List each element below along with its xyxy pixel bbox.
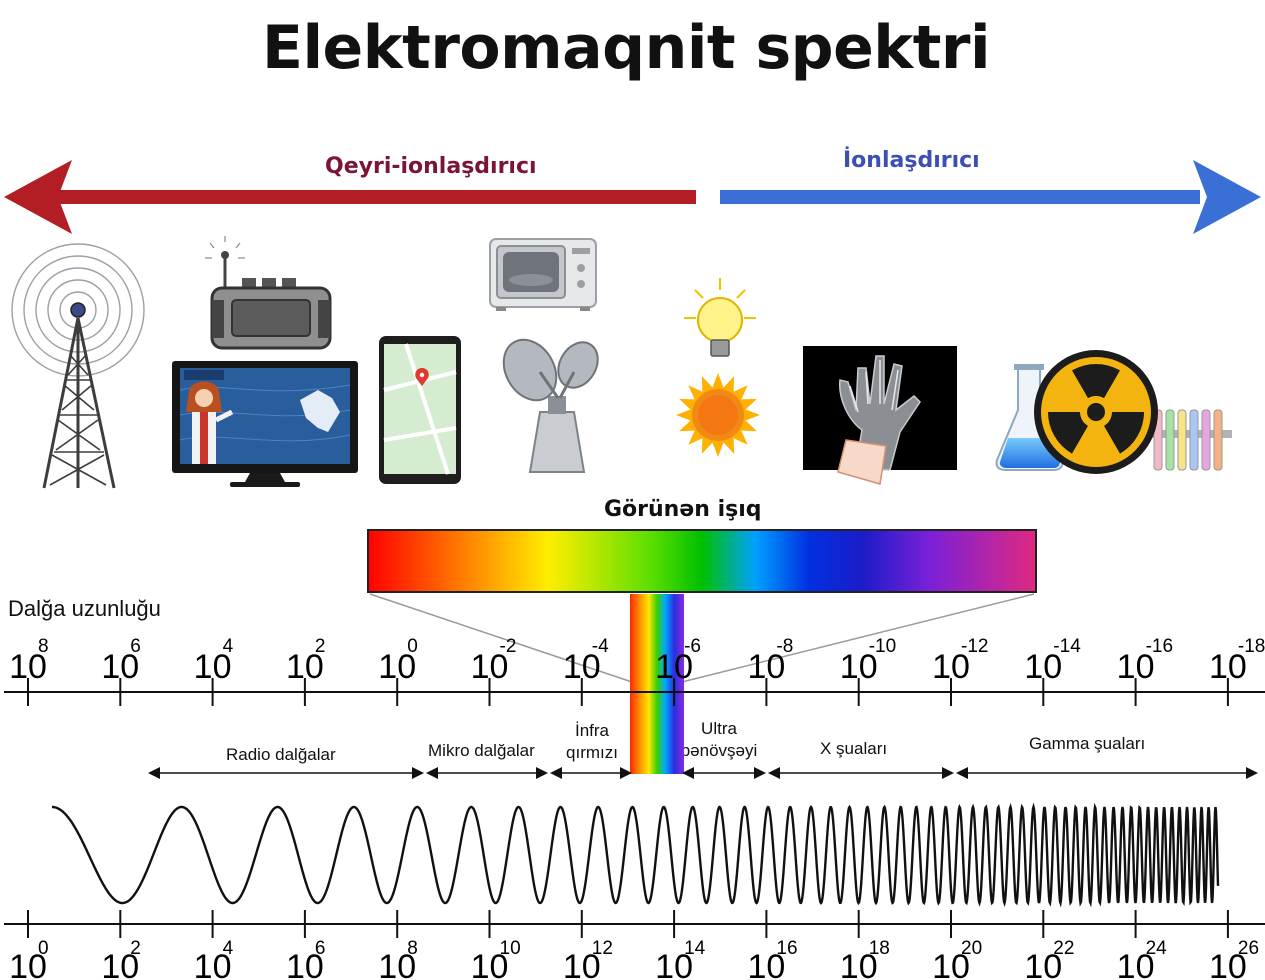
frequency-tick-exponent: 12 [592, 938, 613, 959]
wavelength-tick-label: 10 [101, 648, 139, 686]
radio-tower-icon [11, 243, 145, 489]
frequency-tick-exponent: 16 [776, 938, 797, 959]
radiation-lab-icon [995, 350, 1232, 474]
band-arrow-infrared [550, 767, 632, 779]
wavelength-tick-exponent: -2 [500, 636, 517, 657]
wavelength-tick-exponent: -14 [1053, 636, 1081, 657]
non-ionizing-label: Qeyri-ionlaşdırıcı [325, 154, 537, 179]
wavelength-tick-label: 10 [1117, 648, 1155, 686]
frequency-tick-label: 10 [840, 948, 878, 980]
frequency-tick-exponent: 26 [1238, 938, 1259, 959]
wavelength-tick-label: 10 [1024, 648, 1062, 686]
xray-hand-icon [803, 346, 957, 485]
frequency-tick-label: 10 [471, 948, 509, 980]
wavelength-tick-exponent: 0 [407, 636, 418, 657]
frequency-tick-exponent: 22 [1053, 938, 1074, 959]
band-arrow-xray [768, 767, 954, 779]
wavelength-tick-exponent: -6 [684, 636, 701, 657]
band-arrow-radio [148, 767, 424, 779]
frequency-tick-label: 10 [1117, 948, 1155, 980]
wavelength-tick-label: 10 [932, 648, 970, 686]
frequency-tick-label: 10 [932, 948, 970, 980]
frequency-tick-label: 10 [286, 948, 324, 980]
tv-weather-forecast-icon [172, 361, 358, 487]
frequency-tick-label: 10 [9, 948, 47, 980]
wavelength-tick-exponent: -12 [961, 636, 988, 657]
microwave-oven-icon [489, 238, 597, 311]
wavelength-tick-label: 10 [471, 648, 509, 686]
ionizing-label: İonlaşdırıcı [843, 148, 980, 173]
frequency-tick-exponent: 14 [684, 938, 706, 959]
wavelength-tick-label: 10 [840, 648, 878, 686]
band-label-radio: Radio dalğalar [226, 745, 336, 764]
sun-icon [676, 373, 760, 457]
frequency-tick-label: 10 [1209, 948, 1247, 980]
frequency-tick-exponent: 24 [1146, 938, 1168, 959]
satellite-dish-icon [502, 338, 599, 473]
band-label-xray: X şuaları [820, 739, 888, 758]
wavelength-tick-label: 10 [563, 648, 601, 686]
band-arrow-micro [426, 767, 548, 779]
frequency-tick-label: 10 [1024, 948, 1062, 980]
visible-spectrum-bar [367, 529, 1037, 593]
wavelength-tick-label: 10 [286, 648, 324, 686]
frequency-tick-label: 10 [655, 948, 693, 980]
frequency-tick-exponent: 6 [315, 938, 326, 959]
wavelength-tick-label: 10 [9, 648, 47, 686]
wavelength-tick-exponent: -18 [1238, 636, 1265, 657]
wavelength-axis: 10810610410210010-210-410-610-810-1010-1… [4, 636, 1265, 706]
wavelength-tick-label: 10 [655, 648, 693, 686]
band-arrow-ultraviolet [682, 767, 766, 779]
wavelength-label: Dalğa uzunluğu [8, 596, 161, 621]
frequency-tick-exponent: 4 [223, 938, 234, 959]
frequency-tick-label: 10 [194, 948, 232, 980]
band-arrow-gamma [956, 767, 1258, 779]
non-ionizing-arrow [4, 160, 696, 234]
frequency-tick-label: 10 [747, 948, 785, 980]
frequency-tick-label: 10 [101, 948, 139, 980]
frequency-tick-exponent: 10 [500, 938, 521, 959]
visible-light-label: Görünən işıq [604, 497, 762, 522]
portable-radio-icon [205, 236, 332, 350]
wavelength-tick-label: 10 [194, 648, 232, 686]
wavelength-tick-exponent: 4 [223, 636, 234, 657]
wavelength-tick-exponent: 6 [130, 636, 141, 657]
smartphone-map-icon [379, 336, 461, 484]
frequency-tick-exponent: 0 [38, 938, 49, 959]
frequency-tick-exponent: 8 [407, 938, 418, 959]
wavelength-tick-exponent: -10 [869, 636, 896, 657]
frequency-tick-exponent: 2 [130, 938, 141, 959]
wavelength-tick-exponent: -16 [1146, 636, 1173, 657]
ionizing-arrow [720, 160, 1261, 234]
wavelength-tick-label: 10 [378, 648, 416, 686]
band-label-gamma: Gamma şuaları [1029, 734, 1146, 753]
frequency-wave [52, 802, 1220, 908]
band-range-arrows [148, 767, 1258, 779]
frequency-tick-exponent: 20 [961, 938, 982, 959]
wavelength-tick-exponent: -8 [776, 636, 793, 657]
wavelength-tick-label: 10 [1209, 648, 1247, 686]
page-title: Elektromaqnit spektri [262, 13, 991, 83]
wavelength-tick-exponent: -4 [592, 636, 609, 657]
wavelength-tick-label: 10 [747, 648, 785, 686]
frequency-tick-label: 10 [378, 948, 416, 980]
visible-projection-lines [369, 593, 1035, 683]
frequency-tick-exponent: 18 [869, 938, 890, 959]
wavelength-tick-exponent: 2 [315, 636, 326, 657]
wavelength-tick-exponent: 8 [38, 636, 49, 657]
light-bulb-icon [684, 278, 756, 357]
band-label-micro: Mikro dalğalar [428, 741, 535, 760]
frequency-tick-label: 10 [563, 948, 601, 980]
